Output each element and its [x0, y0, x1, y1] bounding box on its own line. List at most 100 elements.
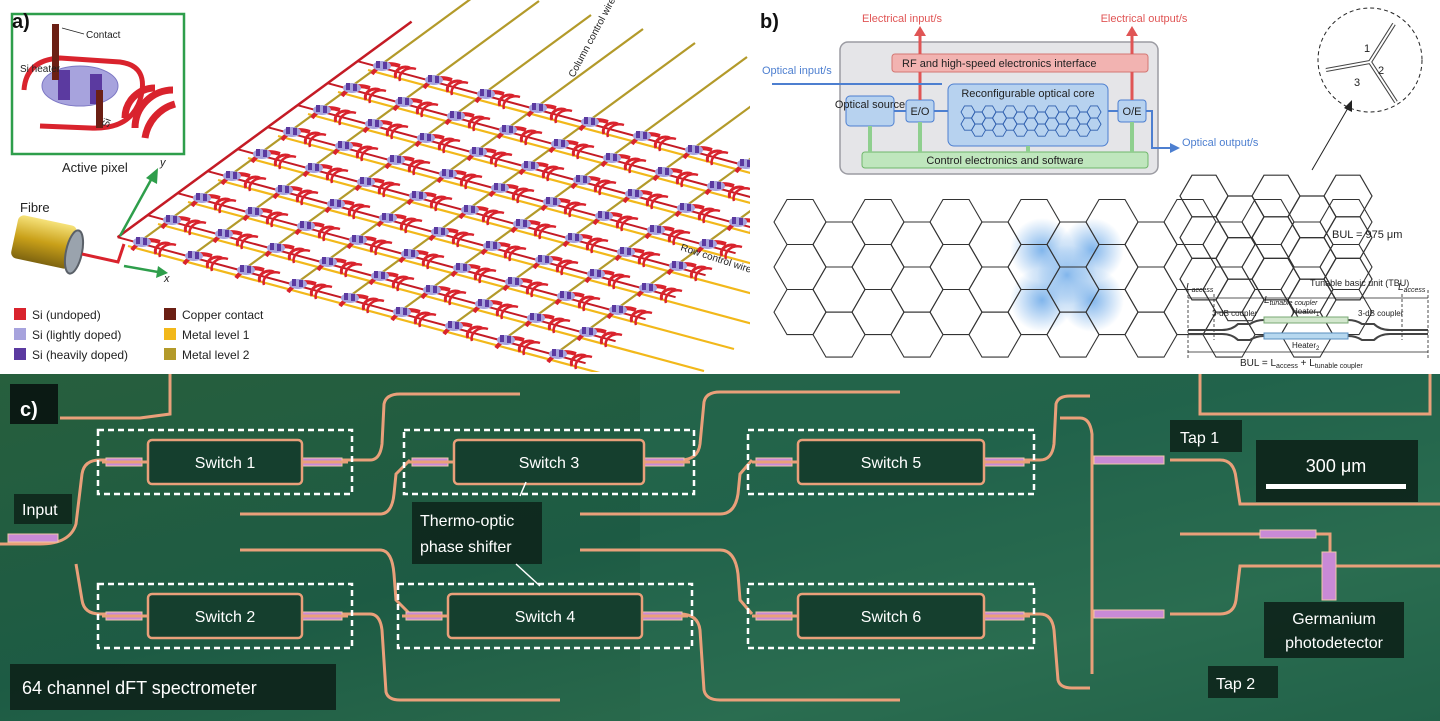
legend-swatch — [14, 328, 26, 340]
active-pixel — [370, 61, 417, 82]
phase-shifter-line-1: Thermo-optic — [420, 513, 514, 530]
waveguide-routing — [0, 374, 1440, 702]
active-pixel — [644, 225, 691, 246]
core-mesh — [960, 105, 1102, 137]
phase-shifter — [1093, 455, 1165, 465]
active-pixel — [614, 247, 661, 268]
legend-item: Metal level 2 — [164, 348, 250, 362]
active-pixel — [674, 203, 721, 224]
active-pixel — [472, 299, 519, 320]
glow-5 — [1037, 245, 1097, 305]
active-pixel — [592, 211, 639, 232]
switch-outline — [746, 428, 1036, 496]
mesh-hex-cell — [1241, 243, 1295, 291]
junction-detail — [1311, 22, 1398, 171]
port-3-label: 3 — [1354, 77, 1360, 89]
mesh-hex-cell — [1319, 288, 1373, 336]
port-1-label: 1 — [1364, 43, 1370, 55]
active-pixel — [554, 291, 601, 312]
active-pixel — [316, 257, 363, 278]
row-control-wire — [127, 244, 601, 372]
active-pixel — [422, 75, 469, 96]
active-pixel — [130, 237, 177, 258]
active-pixel — [242, 207, 289, 228]
active-pixel — [392, 97, 439, 118]
active-pixel — [362, 119, 409, 140]
legend-label: Si (undoped) — [32, 308, 101, 322]
active-pixel — [532, 255, 579, 276]
active-pixel — [704, 181, 750, 202]
phase-shifter — [1259, 529, 1317, 539]
switch-label: Switch 3 — [519, 455, 580, 472]
legend-swatch — [164, 308, 176, 320]
mesh-hex-cell — [773, 198, 827, 246]
column-wire-label: Column control wire — [567, 0, 618, 79]
rf-interface-block — [891, 53, 1149, 73]
detector-label-bg — [1264, 602, 1404, 658]
panel-c-letter-bg — [10, 384, 58, 424]
switch-label: Switch 2 — [195, 609, 256, 626]
scale-bar-label: 300 μm — [1306, 456, 1366, 476]
active-pixel — [346, 235, 393, 256]
input-label-bg — [14, 494, 72, 524]
rf-interface-label: RF and high-speed electronics interface — [902, 58, 1096, 70]
legend-swatch — [14, 348, 26, 360]
row-control-wire — [337, 90, 750, 205]
active-pixel — [160, 215, 207, 236]
optical-output-label: Optical output/s — [1182, 137, 1259, 149]
row-control-wire — [157, 222, 705, 372]
control-label: Control electronics and software — [926, 155, 1083, 167]
switch-outline — [396, 582, 694, 650]
active-pixel — [636, 283, 683, 304]
active-pixel — [354, 177, 401, 198]
active-pixel — [576, 327, 623, 348]
active-pixel — [398, 249, 445, 270]
active-pixel — [294, 221, 341, 242]
input-label: Input — [22, 502, 58, 519]
active-pixel — [682, 145, 729, 166]
l-access-right: Laccess — [1398, 282, 1426, 294]
switch-5: Switch 5 — [746, 428, 1036, 496]
tap1-label: Tap 1 — [1180, 430, 1219, 447]
active-pixel — [606, 305, 653, 326]
switch-label: Switch 6 — [861, 609, 922, 626]
legend-label: Metal level 2 — [182, 348, 250, 362]
active-pixel — [390, 307, 437, 328]
pixel-array — [116, 0, 750, 372]
panel-a-photonic-array: Contact Si heater Si Active pixel a) Fib… — [0, 0, 750, 372]
active-pixel — [384, 155, 431, 176]
active-pixel — [182, 251, 229, 272]
row-control-wire — [217, 178, 750, 325]
heater2-label: Heater2 — [1292, 341, 1320, 352]
connection-arrows — [772, 26, 1180, 153]
active-pixel — [286, 279, 333, 300]
coupler-left-label: 3-dB coupler — [1212, 309, 1258, 318]
active-pixel — [510, 219, 557, 240]
fibre-label: Fibre — [20, 200, 50, 215]
optical-core-label: Reconfigurable optical core — [961, 88, 1094, 100]
active-pixel — [220, 171, 267, 192]
electrical-input-label: Electrical input/s — [862, 13, 943, 25]
active-pixel — [368, 271, 415, 292]
tap2-label-bg — [1208, 666, 1278, 698]
phase-shifter-label-bg — [412, 502, 542, 564]
inset-si-label: Si — [100, 117, 113, 129]
footer-title: 64 channel dFT spectrometer — [22, 678, 257, 698]
unit-hex-cell — [1287, 237, 1337, 280]
switch-label: Switch 4 — [515, 609, 576, 626]
active-pixel — [652, 167, 699, 188]
active-pixel — [310, 105, 357, 126]
row-control-wire — [187, 200, 735, 351]
switch-6: Switch 6 — [746, 582, 1036, 650]
active-pixel — [526, 103, 573, 124]
active-pixel — [474, 89, 521, 110]
mesh-hex-cell — [851, 288, 905, 336]
tap1-label-bg — [1170, 420, 1242, 452]
scale-bar — [1266, 484, 1406, 489]
unit-hex-cell — [1251, 174, 1301, 218]
panel-c-letter: c) — [20, 399, 38, 421]
active-pixel — [458, 205, 505, 226]
panel-b-programmable-core: b) RF and high-speed electronics interfa… — [752, 0, 1440, 372]
